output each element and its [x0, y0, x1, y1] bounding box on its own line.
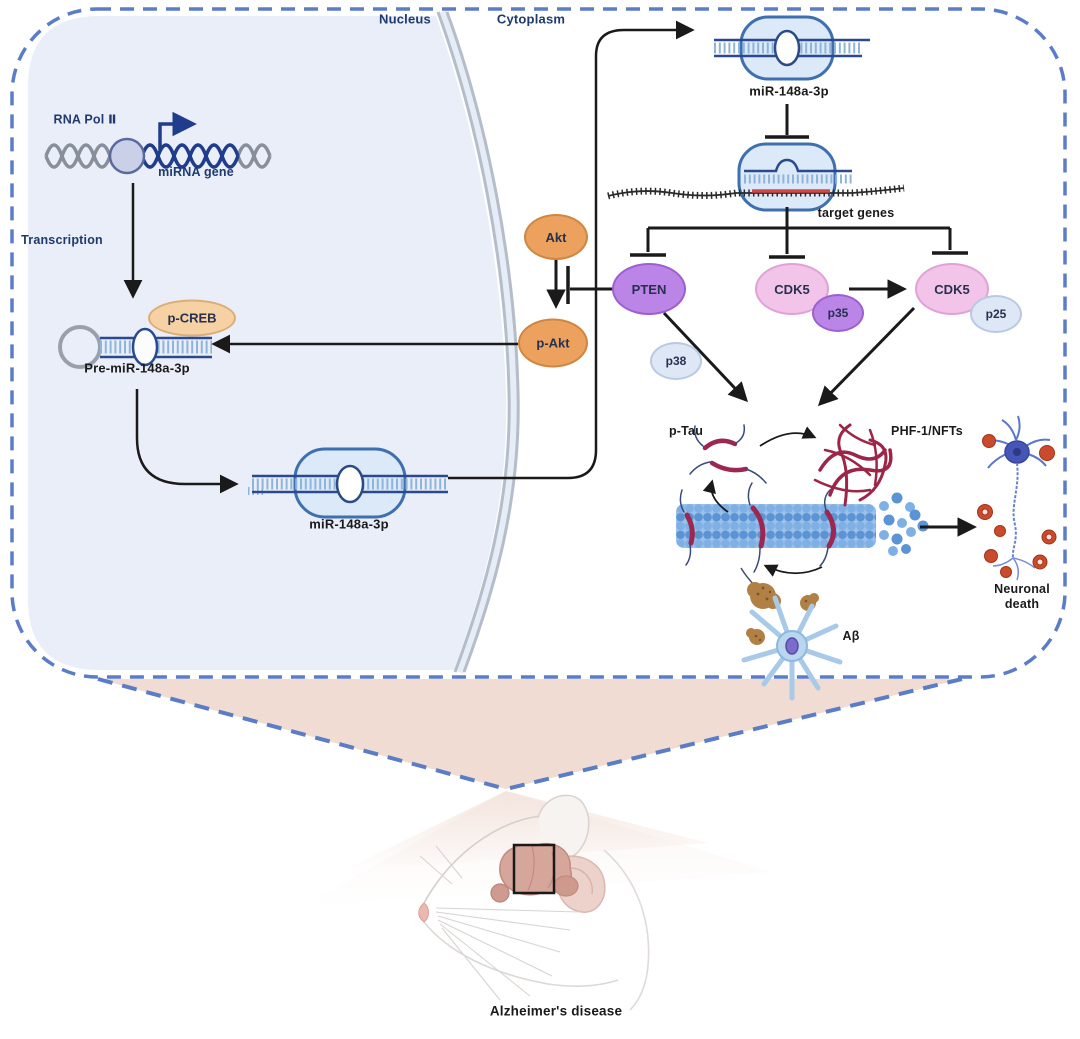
- rna-polymerase-icon: [108, 137, 146, 175]
- dying-neuron: [977, 415, 1057, 581]
- p-tau-proteins: [689, 424, 767, 484]
- premir-to-mir-arrow: [135, 389, 239, 494]
- target-genes-label: target genes: [817, 206, 895, 220]
- pten-to-tau-arrow: [662, 311, 749, 403]
- nucleus-label: Nucleus: [379, 11, 431, 27]
- transcription-label: Transcription: [21, 233, 103, 247]
- p-akt-ellipse: p-Akt: [518, 318, 588, 368]
- mir-complex-nucleus: [248, 447, 448, 519]
- nft-tangle: [813, 423, 893, 507]
- target-genes-complex: [607, 142, 905, 212]
- panel-dashed-border: [10, 7, 1067, 679]
- rna-pol-label: RNA Pol Ⅱ: [53, 112, 117, 127]
- neuronal-death-label: Neuronal death: [994, 582, 1050, 612]
- dna-helix: [44, 143, 272, 169]
- pre-mir-hairpin: [58, 325, 212, 369]
- promoter-arrow-icon: [158, 111, 197, 150]
- mouse-illustration: [418, 794, 650, 1011]
- neuronal-death-line2: death: [1004, 597, 1040, 611]
- p-tau-label: p-Tau: [668, 424, 704, 438]
- p-creb-ellipse: p-CREB: [148, 299, 236, 337]
- nuclear-export-arrow: [448, 20, 695, 480]
- p35-ellipse: p35: [812, 294, 864, 332]
- abeta-to-microtubule-arrow: [763, 564, 823, 577]
- brain-zoom-box: [512, 843, 556, 895]
- microtubule: [676, 492, 929, 556]
- cdk5-to-tau-arrow: [817, 306, 916, 407]
- tau-to-nft-arrow: [759, 426, 817, 447]
- disease-label: Alzheimer's disease: [489, 1003, 623, 1019]
- phf-nfts-label: PHF-1/NFTs: [891, 424, 963, 438]
- pre-mir-label: Pre-miR-148a-3p: [84, 360, 190, 376]
- amyloid-plaques: [740, 567, 819, 645]
- pathway-arrows: [123, 20, 977, 577]
- tau-on-microtubule: [679, 482, 836, 573]
- nuclear-membrane: [436, 10, 520, 674]
- abeta-label: Aβ: [842, 629, 860, 643]
- microtubule-to-tau-arrow: [702, 479, 729, 513]
- mirna-gene-label: miRNA gene: [158, 165, 234, 179]
- mir-cytoplasm-label: miR-148a-3p: [749, 83, 829, 99]
- astrocyte: [741, 595, 843, 701]
- mir-complex-cytoplasm: [714, 15, 870, 81]
- pten-ellipse: PTEN: [612, 263, 686, 315]
- akt-ellipse: Akt: [524, 214, 588, 260]
- p25-ellipse: p25: [970, 295, 1022, 333]
- mir-nucleus-label: miR-148a-3p: [309, 516, 389, 532]
- mouse-whiskers: [419, 845, 581, 1001]
- p38-ellipse: p38: [650, 342, 702, 380]
- cytoplasm-label: Cytoplasm: [496, 11, 566, 27]
- neuronal-death-line1: Neuronal: [994, 582, 1050, 596]
